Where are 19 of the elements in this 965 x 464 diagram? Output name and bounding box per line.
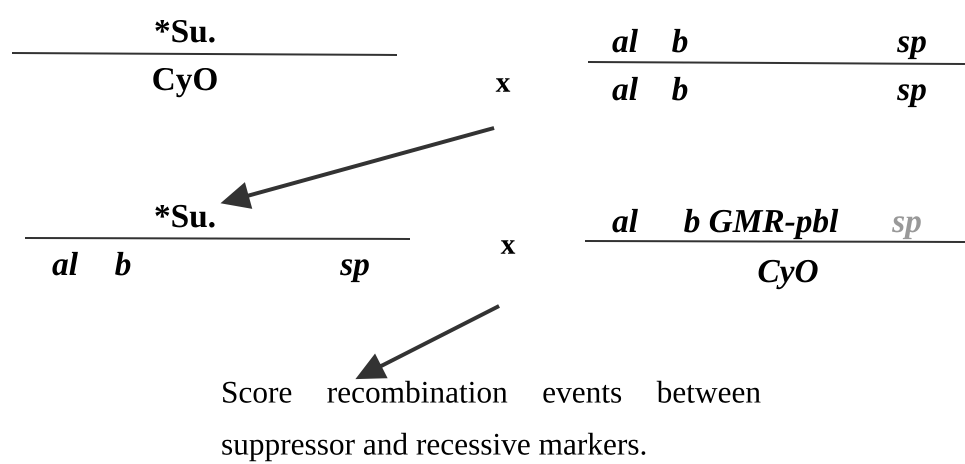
genotype-label: sp xyxy=(896,84,926,108)
genotype-label: al xyxy=(612,76,638,100)
genotype-label: al xyxy=(612,208,638,232)
cross-symbol: x xyxy=(500,240,516,254)
genotype-label: CyO xyxy=(153,68,217,98)
genotype-label: b xyxy=(115,252,130,276)
cross-symbol: x xyxy=(496,78,510,92)
genotype-label: b GMR-pbl xyxy=(684,208,838,240)
genotype-label: b xyxy=(672,76,688,100)
genotype-label: al xyxy=(612,28,638,52)
caption-text: Score recombination events between suppressor and recessive markers. xyxy=(222,380,761,462)
genotype-label: sp xyxy=(340,259,369,282)
genotype-label: sp xyxy=(892,216,921,240)
genotype-label: CyO xyxy=(758,260,818,290)
genotype-label: sp xyxy=(896,36,926,60)
genotype-label: *Su. xyxy=(155,20,215,42)
genotype-label: *Su. xyxy=(155,204,215,228)
genotype-label: al xyxy=(52,252,78,276)
genotype-label: b xyxy=(672,28,688,52)
